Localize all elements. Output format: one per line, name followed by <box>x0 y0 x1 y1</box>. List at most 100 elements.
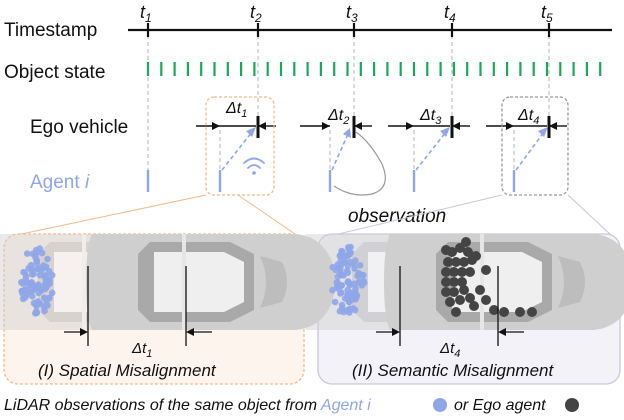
panel-1-delta-annotation <box>64 266 212 346</box>
ego-vehicle-row-label: Ego vehicle <box>30 117 128 138</box>
lidar-point <box>360 279 368 287</box>
ego-lidar-point <box>463 247 473 257</box>
lidar-point <box>44 255 51 263</box>
agent-row-word: Agent <box>30 172 80 193</box>
lidar-point <box>43 283 51 291</box>
agent-row-index: i <box>85 172 90 193</box>
lidar-point <box>37 287 45 294</box>
ego-lidar-point <box>449 287 459 297</box>
ego-lidar-point <box>457 267 467 277</box>
tick-label-t4: t4 <box>444 2 456 25</box>
ego-lidar-point <box>441 245 451 255</box>
delta-t1-highlight-box <box>205 96 275 196</box>
lidar-point <box>344 262 352 269</box>
ego-lidar-point <box>455 295 465 305</box>
lidar-point <box>356 262 364 269</box>
lidar-point <box>42 263 50 271</box>
lidar-point <box>46 268 53 275</box>
lidar-point <box>347 243 354 251</box>
ego-lidar-point <box>515 307 525 317</box>
wifi-icon <box>243 157 265 175</box>
lidar-point <box>331 298 339 306</box>
ego-lidar-point <box>471 251 481 261</box>
lidar-point <box>35 265 43 273</box>
timestamp-axis-ticks <box>146 23 551 37</box>
panel-1-caption: (I) Spatial Misalignment <box>38 361 217 380</box>
lidar-point <box>25 279 32 287</box>
lidar-point <box>19 295 27 303</box>
lidar-point <box>351 265 358 272</box>
lidar-point <box>30 283 37 291</box>
connector-to-spatial-panel <box>11 194 207 237</box>
ego-lidar-point <box>441 287 451 297</box>
lidar-point <box>333 283 341 290</box>
lidar-point <box>340 308 348 316</box>
lidar-point <box>41 307 48 315</box>
connector-to-semantic-panel <box>329 194 503 237</box>
lidar-point <box>358 271 366 279</box>
lidar-point <box>337 290 344 297</box>
delta-t4-highlight-box <box>501 96 569 196</box>
lidar-point <box>30 299 38 307</box>
footer-legend-text: LiDAR observations of the same object fr… <box>4 397 371 414</box>
agent-marks <box>146 170 516 192</box>
object-state-marks <box>146 62 602 76</box>
car-ego-view <box>86 234 336 330</box>
lidar-point <box>32 251 39 259</box>
agent-point-legend-dot <box>433 398 447 412</box>
ego-lidar-point <box>475 285 485 295</box>
lidar-point <box>20 268 27 276</box>
lidar-point <box>19 290 26 298</box>
lidar-point <box>29 271 36 278</box>
agent-point-cloud-panel-1 <box>18 245 56 317</box>
ego-lidar-point <box>441 267 451 277</box>
footer-agent-label: Agent i <box>320 397 371 414</box>
lidar-point <box>348 295 356 302</box>
ego-lidar-point <box>459 257 469 267</box>
ego-lidar-point <box>451 307 461 317</box>
tick-label-t5: t5 <box>541 2 553 25</box>
lidar-point <box>43 300 50 308</box>
panel-2-caption: (II) Semantic Misalignment <box>352 361 555 380</box>
lidar-point <box>41 294 48 302</box>
agent-to-ego-transmission-arrows <box>221 131 545 171</box>
lidar-point <box>33 309 41 317</box>
lidar-point <box>338 253 346 260</box>
tick-label-t3: t3 <box>346 2 358 25</box>
observation-callout-loop <box>333 131 386 196</box>
lidar-point <box>23 250 31 257</box>
lidar-point <box>18 279 25 286</box>
observation-label: observation <box>348 206 446 227</box>
lidar-point <box>48 289 56 297</box>
delta-label-3: Δt3 <box>419 107 442 127</box>
lidar-point <box>28 265 36 273</box>
ego-lidar-point <box>527 307 537 317</box>
timestamp-row-label: Timestamp <box>4 20 97 41</box>
footer-text-part1: LiDAR observations of the same object fr… <box>4 397 317 414</box>
agent-row-label: Agent i <box>30 172 90 193</box>
lidar-point <box>29 293 36 300</box>
agent-point-cloud-panel-2 <box>329 243 368 316</box>
ego-lidar-point <box>481 265 491 275</box>
ego-point-legend-dot <box>565 398 579 412</box>
lidar-point <box>350 280 358 288</box>
ego-lidar-point <box>457 277 467 287</box>
footer-text-part2: or Ego agent <box>454 397 546 414</box>
lidar-point <box>332 266 340 274</box>
lidar-point <box>344 278 352 285</box>
ego-lidar-point <box>481 295 491 305</box>
ego-lidar-point <box>441 277 451 287</box>
ego-lidar-point <box>451 257 461 267</box>
panel-1-delta-label: Δt1 <box>131 340 152 360</box>
transmission-arrow-heads <box>246 127 548 138</box>
lidar-point <box>337 271 345 278</box>
ego-point-cloud-panel-2 <box>441 237 537 317</box>
delta-label-4: Δt4 <box>517 107 539 127</box>
ego-lidar-point <box>449 267 459 277</box>
panel-2-delta-annotation <box>376 266 524 346</box>
object-state-row-label: Object state <box>4 62 105 83</box>
lidar-point <box>344 269 352 277</box>
lidar-point <box>329 286 336 294</box>
